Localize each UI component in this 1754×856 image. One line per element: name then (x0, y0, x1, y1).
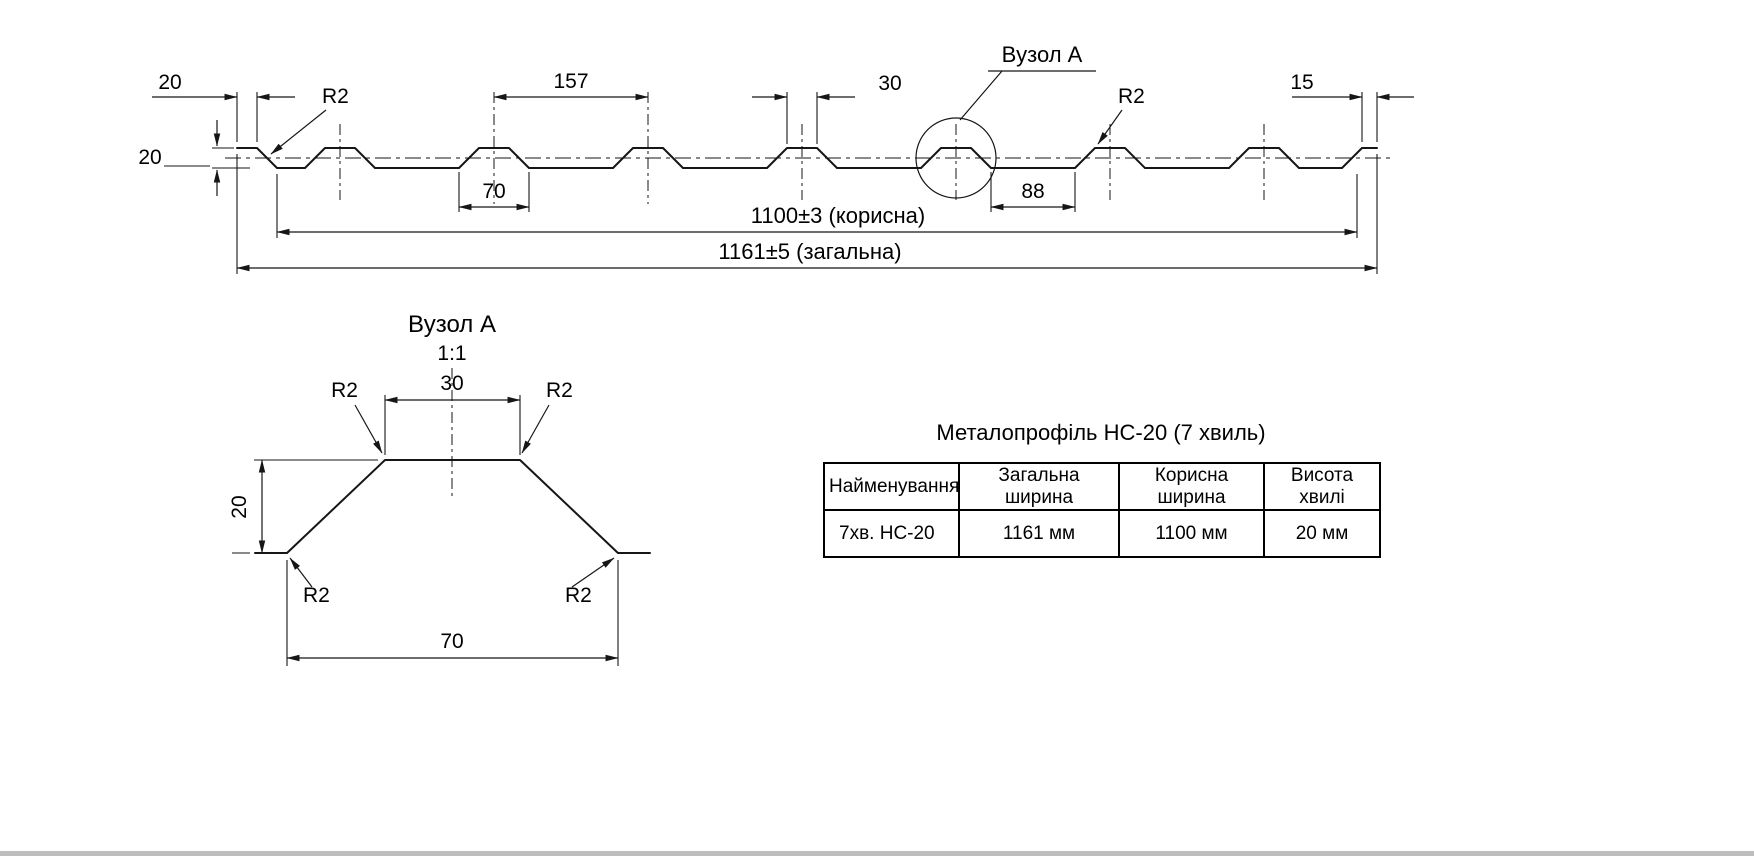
detail-r2-top-left-text: R2 (331, 379, 358, 402)
profile-section: Вузол А 20 20 (138, 42, 1414, 274)
detail-r2-top-right: R2 (521, 379, 573, 454)
dim-pitch-157: 157 (493, 70, 649, 101)
spec-header-name: Найменування (823, 462, 960, 511)
dim-height-20: 20 (138, 120, 250, 196)
detail-r2-bottom-left: R2 (289, 557, 330, 607)
r2-right-callout: R2 (1097, 85, 1145, 145)
detail-dim-bottom-70-text: 70 (440, 630, 463, 653)
spec-header-total-width: Загальна ширина (958, 462, 1120, 511)
detail-dim-top-30-text: 30 (440, 372, 463, 395)
spec-header-wave-height: Висота хвилі (1263, 462, 1381, 511)
dim-pitch-157-text: 157 (553, 70, 588, 93)
detail-title: Вузол А (408, 311, 496, 338)
spec-table: Найменування Загальна ширина Корисна шир… (823, 462, 1381, 558)
detail-r2-top-left: R2 (331, 379, 383, 454)
r2-right-text: R2 (1118, 85, 1145, 108)
spec-cell-total-width: 1161 мм (958, 509, 1120, 558)
dim-bottom-70: 70 (458, 172, 530, 212)
detail-dim-height-20-text: 20 (228, 495, 251, 518)
dim-useful-width: 1100±3 (корисна) (276, 174, 1358, 238)
node-a-label-text: Вузол А (1002, 42, 1083, 67)
dim-top-30-text: 30 (878, 72, 901, 95)
dim-edge-left-20-text: 20 (158, 71, 181, 94)
detail-wave-outline (254, 459, 651, 554)
dim-bottom-70-text: 70 (482, 180, 505, 203)
r2-left-callout: R2 (270, 85, 349, 155)
r2-left-text: R2 (322, 85, 349, 108)
detail-r2-bottom-right: R2 (565, 557, 615, 607)
dim-edge-left-20: 20 (152, 71, 295, 142)
spec-cell-wave-height: 20 мм (1263, 509, 1381, 558)
spec-cell-name: 7хв. НС-20 (823, 509, 960, 558)
detail-scale: 1:1 (437, 342, 466, 365)
spec-table-title: Металопрофіль НС-20 (7 хвиль) (936, 420, 1266, 445)
node-a-label: Вузол А (959, 42, 1096, 121)
spec-table-data-row: 7хв. НС-20 1161 мм 1100 мм 20 мм (823, 509, 1381, 558)
detail-r2-bottom-left-text: R2 (303, 584, 330, 607)
spec-table-header-row: Найменування Загальна ширина Корисна шир… (823, 462, 1381, 511)
wave-centerlines (339, 92, 1265, 204)
detail-dim-top-30: 30 (384, 372, 521, 455)
detail-r2-top-right-text: R2 (546, 379, 573, 402)
dim-edge-right-15-text: 15 (1290, 71, 1313, 94)
dim-edge-right-15: 15 (1290, 71, 1414, 142)
dim-total-width-text: 1161±5 (загальна) (718, 239, 901, 264)
spec-cell-useful-width: 1100 мм (1118, 509, 1265, 558)
bottom-border-strip (0, 851, 1754, 856)
dim-height-20-text: 20 (138, 146, 161, 169)
detail-r2-bottom-right-text: R2 (565, 584, 592, 607)
dim-gap-88-text: 88 (1021, 180, 1044, 203)
detail-section: Вузол А 1:1 30 R2 R2 (228, 311, 651, 666)
dim-useful-width-text: 1100±3 (корисна) (751, 203, 925, 228)
detail-dim-bottom-70: 70 (286, 560, 619, 666)
profile-outline (236, 147, 1378, 169)
dim-gap-88: 88 (990, 172, 1076, 212)
dim-top-30: 30 (752, 72, 902, 144)
node-a-callout-circle (915, 117, 997, 199)
dim-total-width: 1161±5 (загальна) (236, 154, 1378, 274)
detail-dim-height-20: 20 (228, 459, 378, 554)
spec-table-block: Металопрофіль НС-20 (7 хвиль) Найменуван… (823, 420, 1381, 558)
spec-header-useful-width: Корисна ширина (1118, 462, 1265, 511)
